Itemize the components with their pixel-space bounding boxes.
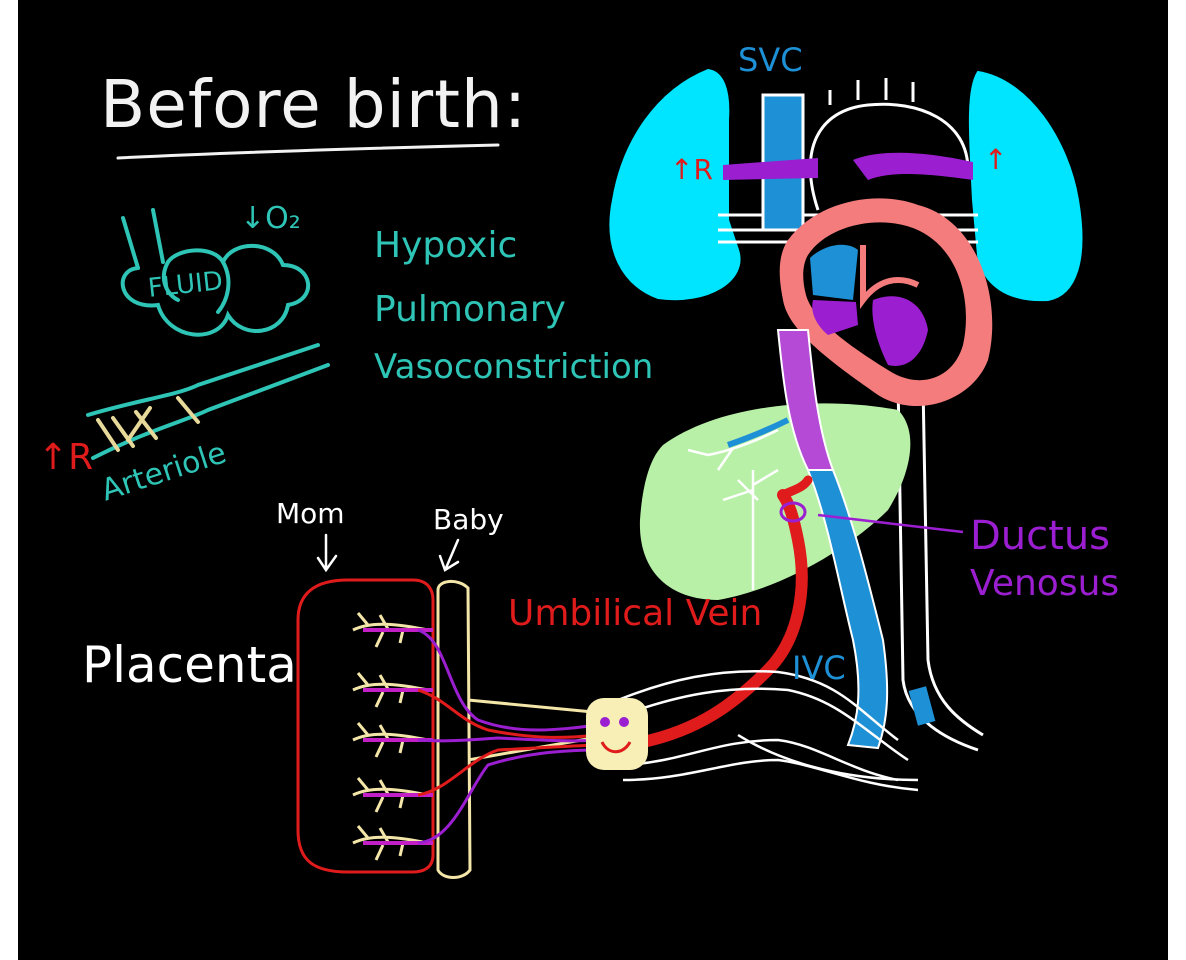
title-underline [118, 145, 498, 158]
fluid-label: FLUID [147, 268, 224, 302]
baby-label: Baby [433, 506, 504, 534]
placental-villi [353, 613, 433, 860]
arteriole-resistance-label: ↑R [38, 440, 93, 476]
baby-face [586, 698, 648, 770]
svc-label: SVC [738, 44, 803, 76]
fetal-vessels [418, 630, 598, 843]
hpv-line-3: Vasoconstriction [374, 350, 653, 384]
right-lung [970, 72, 1082, 300]
hpv-line-1: Hypoxic [374, 228, 517, 264]
right-lung-resistance-label: ↑ [984, 146, 1007, 174]
mom-label: Mom [276, 500, 345, 528]
label-arrows [318, 535, 458, 570]
right-pulmonary-artery [853, 153, 973, 180]
hpv-line-2: Pulmonary [374, 292, 566, 328]
left-lung-resistance-label: ↑R [670, 156, 713, 184]
ivc-label: IVC [792, 652, 846, 684]
ductus-venosus-line-2: Venosus [970, 566, 1119, 602]
umbilical-vein-label: Umbilical Vein [508, 596, 762, 632]
low-oxygen-label: ↓O₂ [240, 204, 301, 234]
arteriole-constriction [98, 398, 198, 450]
liver [640, 403, 910, 600]
title: Before birth: [100, 72, 527, 138]
ductus-venosus-line-1: Ductus [970, 516, 1110, 556]
placenta-label: Placenta [82, 640, 297, 690]
drawing-board: Before birth: FLUID ↓O₂ Hypoxic Pulmonar… [18, 0, 1168, 960]
right-atrium [810, 245, 858, 300]
